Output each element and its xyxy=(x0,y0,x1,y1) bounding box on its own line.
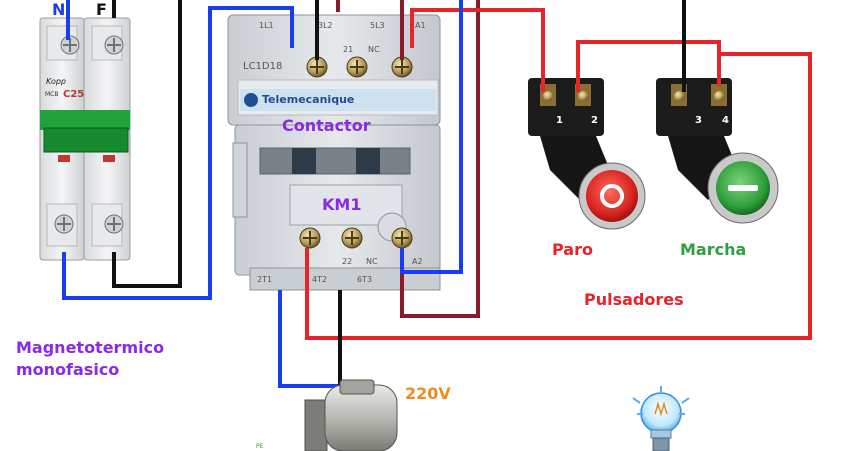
motor xyxy=(304,379,398,451)
breaker-model: MCB xyxy=(45,91,59,98)
phase-label: F xyxy=(96,0,107,19)
start-label: Marcha xyxy=(680,240,747,259)
stop-label: Paro xyxy=(552,240,593,259)
stop-symbol-icon xyxy=(600,184,624,208)
terminal-bottom-6: NC xyxy=(366,257,378,266)
terminal-top-4: A1 xyxy=(415,21,426,30)
breaker-rating: C25 xyxy=(63,89,85,100)
start-pushbutton xyxy=(656,78,779,224)
stop-terminal-2: 2 xyxy=(591,115,598,126)
contactor-top-screws xyxy=(306,56,413,78)
terminal-top-2: 3L2 xyxy=(318,21,333,30)
terminal-top-5: 21 xyxy=(343,45,354,54)
terminal-top-6: NC xyxy=(368,45,380,54)
pe-label: PE xyxy=(256,443,264,450)
start-symbol-icon xyxy=(728,185,758,191)
km1-label: KM1 xyxy=(322,195,362,214)
light-bulb-icon xyxy=(632,386,690,451)
terminal-top-3: 5L3 xyxy=(370,21,385,30)
terminal-bottom-2: 4T2 xyxy=(312,275,328,284)
breaker-label-line1: Magnetotermico xyxy=(16,338,165,357)
wires xyxy=(62,0,812,388)
terminal-top-1: 1L1 xyxy=(259,21,274,30)
terminal-bottom-4: A2 xyxy=(412,257,423,266)
terminal-bottom-5: 22 xyxy=(342,257,353,266)
terminal-bottom-1: 2T1 xyxy=(257,275,273,284)
contactor-label: Contactor xyxy=(282,116,371,135)
breaker-device xyxy=(39,17,131,261)
breaker-label-line2: monofasico xyxy=(16,360,120,379)
contactor-bottom-screws xyxy=(299,227,413,249)
stop-terminal-1: 1 xyxy=(556,115,563,126)
stop-pushbutton xyxy=(528,78,646,230)
contactor-model: LC1D18 xyxy=(243,61,283,72)
contactor-brand: Telemecanique xyxy=(262,93,355,106)
neutral-label: N xyxy=(52,0,66,19)
voltage-label: 220V xyxy=(405,384,451,403)
contactor-device xyxy=(227,14,441,291)
start-terminal-3: 3 xyxy=(695,115,702,126)
pushbuttons-label: Pulsadores xyxy=(584,290,684,309)
terminal-bottom-3: 6T3 xyxy=(357,275,373,284)
breaker-brand: Kopp xyxy=(46,77,67,86)
start-terminal-4: 4 xyxy=(722,115,729,126)
